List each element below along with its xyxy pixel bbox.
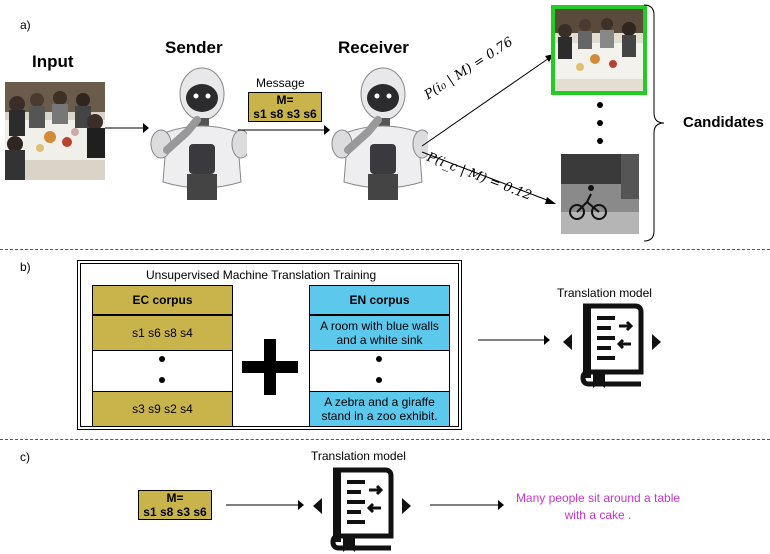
ec-corpus-row: s3 s9 s2 s4 <box>92 391 233 427</box>
candidates-label: Candidates <box>683 114 764 131</box>
arrow-model-to-output <box>430 499 504 511</box>
arrow-message-to-model <box>226 499 304 511</box>
ellipsis-dot <box>376 356 382 362</box>
training-box-title: Unsupervised Machine Translation Trainin… <box>146 268 377 282</box>
message-line-1: M= <box>166 491 184 505</box>
message-line-1: M= <box>276 93 294 107</box>
receiver-label: Receiver <box>338 38 409 57</box>
ec-corpus-header: EC corpus <box>92 285 233 315</box>
translation-output: Many people sit around a table with a ca… <box>515 491 681 522</box>
arrow-sender-to-receiver <box>238 124 330 136</box>
candidate-image-cyclist <box>561 154 639 234</box>
panel-c-label: c) <box>20 450 30 464</box>
robot-icon <box>147 62 247 202</box>
robot-icon <box>328 62 428 202</box>
ec-corpus-ellipsis <box>92 351 233 391</box>
input-image-dinner-table <box>5 82 105 180</box>
plus-sign-vertical <box>264 339 276 395</box>
message-box: M= s1 s8 s3 s6 <box>248 92 322 122</box>
message-title: Message <box>256 76 305 90</box>
ellipsis-dot <box>597 102 603 108</box>
message-box: M= s1 s8 s3 s6 <box>138 490 212 520</box>
ellipsis-dot <box>376 377 382 383</box>
sender-label: Sender <box>165 38 223 57</box>
candidate-image-selected <box>551 5 647 95</box>
panel-a-label: a) <box>20 18 31 32</box>
message-line-2: s1 s8 s3 s6 <box>143 505 207 519</box>
ellipsis-dot <box>159 377 165 383</box>
translation-model-label: Translation model <box>311 449 406 463</box>
en-corpus-row: A zebra and a giraffe stand in a zoo exh… <box>309 391 450 427</box>
panel-b-label: b) <box>20 260 31 274</box>
translation-model-label: Translation model <box>557 286 652 300</box>
en-corpus-ellipsis <box>309 351 450 391</box>
training-box <box>77 260 462 430</box>
ellipsis-dot <box>597 120 603 126</box>
arrow-to-translation-model <box>478 334 550 346</box>
candidates-brace <box>642 3 668 243</box>
en-corpus-header: EN corpus <box>309 285 450 315</box>
separator-a-b <box>0 249 770 250</box>
arrow-input-to-sender <box>105 122 149 134</box>
ellipsis-dot <box>159 356 165 362</box>
separator-b-c <box>0 439 770 440</box>
ellipsis-dot <box>597 138 603 144</box>
message-line-2: s1 s8 s3 s6 <box>253 107 317 121</box>
translation-book-icon <box>313 466 411 552</box>
input-label: Input <box>32 52 74 71</box>
ec-corpus-row: s1 s6 s8 s4 <box>92 315 233 351</box>
en-corpus-row: A room with blue walls and a white sink <box>309 315 450 351</box>
translation-book-icon <box>563 302 661 388</box>
